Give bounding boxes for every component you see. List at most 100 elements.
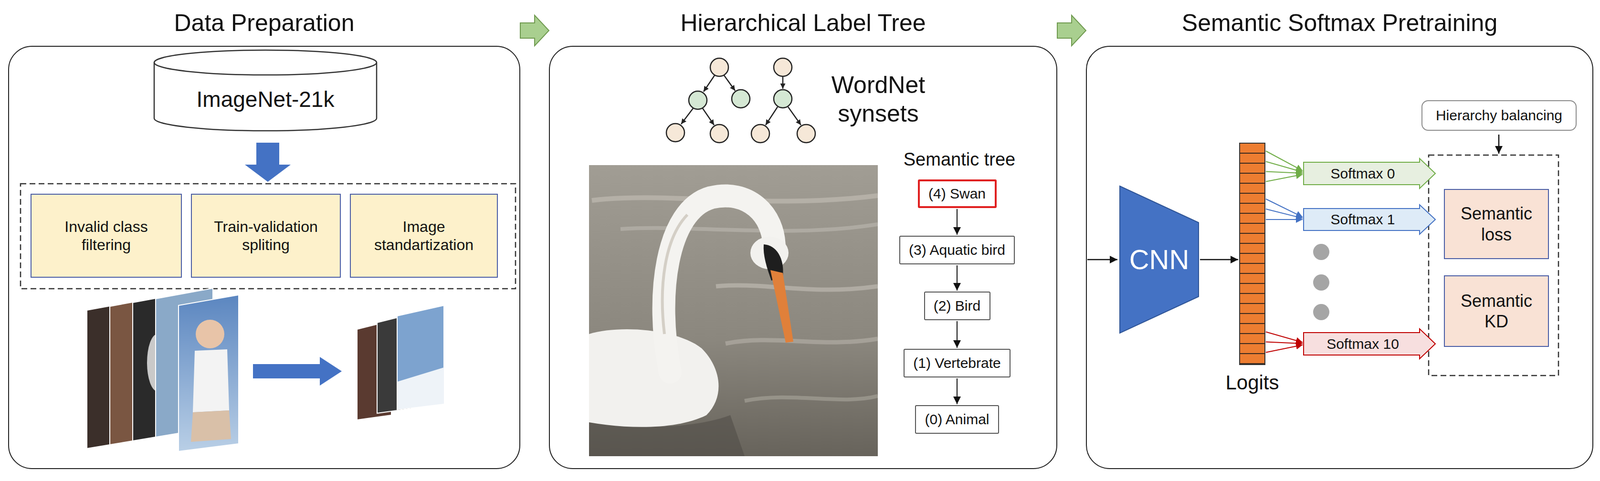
panel-title: Hierarchical Label Tree [548,0,1058,46]
tree-node-box: (2) Bird [924,291,991,321]
image-stack [195,319,225,349]
balancing-box-text: Hierarchy balancing [1435,106,1563,125]
image-stack [178,294,239,452]
database-cylinder-text: ImageNet-21k [196,86,335,113]
image-stack [190,410,232,443]
process-box: Train-validation spliting [190,193,341,278]
tree-icon [724,75,736,91]
panel-title: Semantic Softmax Pretraining [1085,0,1594,46]
tree-link [956,265,958,291]
tree-link [956,321,958,348]
logit-link [1265,174,1303,182]
tree-node-box-text: (4) Swan [928,185,986,203]
tree-icon [666,58,816,143]
trapezoid [1119,186,1199,334]
image-stack-small [397,367,444,410]
tree-icon [782,76,784,89]
logit-link [1265,151,1303,171]
logit-link [1265,342,1303,345]
stage-panel: Data PreparationImageNet-21kInvalid clas… [8,0,521,470]
image-stack [86,288,239,452]
tree-link [956,378,958,405]
connector [957,265,958,291]
loss-box-text: Semantic loss [1453,203,1540,245]
swan-photo [715,285,878,290]
swan-photo [589,165,878,457]
stage-panel: Hierarchical Label Tree (4) Swan (3) Aquat… [548,0,1058,470]
tree-node-box-text: (0) Animal [924,410,990,429]
free-label: WordNet synsets [816,70,941,128]
connector [1265,151,1303,182]
image-stack-small [357,305,444,421]
swan-photo [770,270,794,343]
cnn-trapezoid: CNN [1119,185,1200,334]
swan-photo [662,214,688,335]
arrow-shape [1303,328,1436,359]
stage-panel: Semantic Softmax PretrainingCNN Logits Sof… [1085,0,1594,470]
tree-icon [731,89,750,108]
connector [1265,199,1303,220]
connector [1265,332,1303,353]
ellipsis-dots [1313,243,1330,261]
right-arrow [252,357,342,386]
process-box-text: Invalid class filtering [38,217,175,255]
tree-node-box-text: (1) Vertebrate [913,354,1001,372]
logit-link [1265,171,1303,174]
logit-link [1265,345,1303,353]
logit-link [1265,209,1303,219]
process-box-text: Train-validation spliting [198,217,334,255]
softmax-arrow-text: Softmax 0 [1330,165,1395,183]
softmax-arrow: Softmax 1 [1303,204,1436,235]
connector [520,15,549,46]
ellipsis-dots [1313,243,1330,321]
swan-photo [620,224,878,232]
swan-photo [589,165,878,457]
cnn-trapezoid-text: CNN [1129,242,1190,277]
input-arrow [1087,259,1118,261]
cylinder-body [154,50,377,131]
arrow-shape [1303,204,1436,235]
flow-arrow [1200,259,1239,261]
tree-icon [788,106,801,126]
loss-box-text: Semantic KD [1453,290,1540,332]
tree-icon [681,108,694,125]
connector [957,321,958,348]
image-stack-small [397,305,444,410]
tree-icon [710,58,729,77]
stage-arrow [520,15,549,46]
loss-box: Semantic loss [1443,189,1549,260]
softmax-arrow-text: Softmax 1 [1330,210,1395,229]
tree-node-box: (0) Animal [915,405,1000,434]
swan-photo [725,338,878,344]
tree-icon [751,124,770,143]
ellipsis-dots [1313,274,1330,291]
arrow-shape [1303,158,1436,189]
tree-link [956,209,958,235]
softmax-arrow-text: Softmax 10 [1326,335,1400,353]
tree-icon [765,106,778,126]
tree-node-box-text: (2) Bird [933,297,981,315]
ellipsis-dots [1313,304,1330,321]
panel-title: Data Preparation [8,0,521,46]
process-box-text: Image standartization [357,217,491,255]
tree-icon [710,124,729,143]
connector [957,209,958,235]
logit-link [1265,332,1303,343]
connector [1057,15,1086,46]
balancing-arrow [1498,134,1500,154]
tree-icon [702,108,715,126]
tree-icon [703,75,715,92]
image-stack [192,349,230,413]
tree-node-box: (1) Vertebrate [903,348,1011,378]
tree-node-box: (4) Swan [917,179,997,209]
stage-arrow [1057,15,1086,46]
logits-label: Logits [1225,370,1279,395]
balancing-box: Hierarchy balancing [1421,100,1577,131]
tree-icon [688,91,707,110]
connector [1200,259,1239,261]
logit-link [1265,199,1303,218]
logit-link [1265,161,1303,173]
tree-node-box: (3) Aquatic bird [899,235,1015,265]
tree-node-box-text: (3) Aquatic bird [908,241,1006,259]
connector [957,378,958,405]
